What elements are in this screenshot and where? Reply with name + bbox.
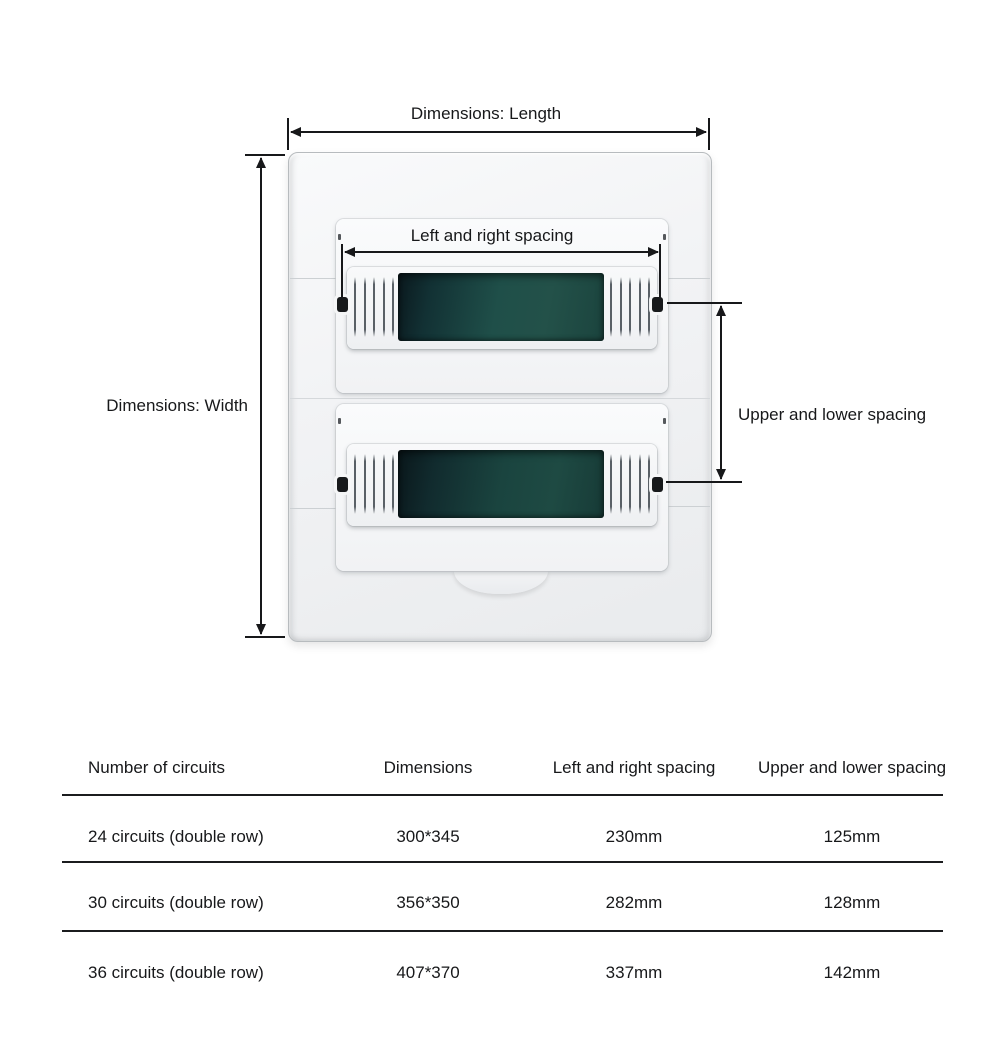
breaker-module-top (336, 219, 668, 393)
header-number-of-circuits: Number of circuits (88, 758, 225, 777)
box-seam (290, 398, 710, 399)
ud-spacing-label: Upper and lower spacing (738, 405, 927, 424)
module-pin-mark (663, 418, 666, 424)
cell-dimensions: 356*350 (396, 893, 460, 912)
width-dimension-arrow (256, 157, 266, 635)
table-header-row: Number of circuits Dimensions Left and r… (62, 752, 962, 784)
distribution-box (288, 152, 712, 642)
length-extension-line-right (708, 118, 710, 150)
lr-extension-line-right (659, 244, 661, 299)
module-pin-mark (663, 234, 666, 240)
box-seam (668, 278, 710, 279)
lr-extension-line-left (341, 244, 343, 301)
cell-ud-spacing: 142mm (823, 963, 881, 982)
fixing-screw-bottom-left (337, 477, 348, 492)
header-dimensions: Dimensions (383, 758, 473, 777)
table-divider (62, 930, 943, 932)
table-divider (62, 861, 943, 863)
box-seam (290, 278, 336, 279)
cell-ud-spacing: 128mm (823, 893, 881, 912)
ud-spacing-arrow (716, 305, 726, 480)
lr-spacing-label: Left and right spacing (410, 226, 574, 245)
ud-leader-line-bottom (666, 481, 742, 483)
vent-slats-left (354, 277, 394, 337)
cell-lr-spacing: 282mm (605, 893, 663, 912)
breaker-frame-top (347, 267, 657, 349)
fixing-screw-top-left (337, 297, 348, 312)
cell-lr-spacing: 337mm (605, 963, 663, 982)
cell-ud-spacing: 125mm (823, 827, 881, 846)
vent-slats-right (610, 277, 650, 337)
cell-circuits: 24 circuits (double row) (88, 827, 264, 846)
fixing-screw-top-right (652, 297, 663, 312)
breaker-module-bottom (336, 404, 668, 571)
table-row: 30 circuits (double row) 356*350 282mm 1… (62, 887, 962, 919)
cell-dimensions: 300*345 (396, 827, 460, 846)
header-lr-spacing: Left and right spacing (552, 758, 716, 777)
width-extension-line-bottom (245, 636, 285, 638)
cell-dimensions: 407*370 (396, 963, 460, 982)
table-divider (62, 794, 943, 796)
length-dimension-arrow (290, 127, 707, 137)
box-seam (668, 506, 710, 507)
box-seam (290, 508, 336, 509)
vent-slats-right (610, 454, 650, 514)
breaker-window-bottom (398, 450, 604, 518)
bottom-handle-tab (454, 567, 548, 594)
width-dimension-label: Dimensions: Width (106, 396, 248, 415)
ud-leader-line-top (667, 302, 742, 304)
cell-circuits: 30 circuits (double row) (88, 893, 264, 912)
table-row: 24 circuits (double row) 300*345 230mm 1… (62, 821, 962, 853)
fixing-screw-bottom-right (652, 477, 663, 492)
vent-slats-left (354, 454, 394, 514)
table-row: 36 circuits (double row) 407*370 337mm 1… (62, 957, 962, 989)
lr-spacing-arrow (344, 247, 659, 257)
breaker-window-top (398, 273, 604, 341)
length-dimension-label: Dimensions: Length (410, 104, 562, 123)
cell-circuits: 36 circuits (double row) (88, 963, 264, 982)
module-pin-mark (338, 418, 341, 424)
breaker-frame-bottom (347, 444, 657, 526)
header-ud-spacing: Upper and lower spacing (757, 758, 947, 777)
width-extension-line-top (245, 154, 285, 156)
length-extension-line-left (287, 118, 289, 150)
module-pin-mark (338, 234, 341, 240)
cell-lr-spacing: 230mm (605, 827, 663, 846)
